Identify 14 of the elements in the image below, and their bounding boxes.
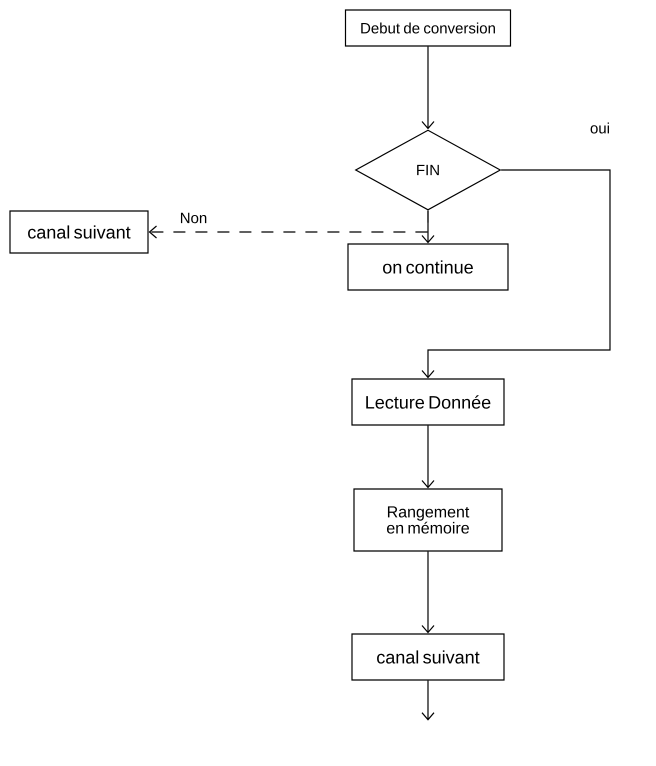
arrow	[422, 552, 434, 634]
process-box: Lecture Donnée	[351, 378, 505, 426]
process-box: on continue	[347, 243, 509, 291]
arrow	[422, 46, 434, 130]
process-box: canal suivant	[9, 210, 149, 254]
process-box: Rangement en mémoire	[353, 488, 503, 552]
arrow	[422, 426, 434, 488]
edge-label: Non	[178, 212, 208, 224]
arrow	[422, 680, 434, 721]
arrow	[422, 169, 611, 378]
process-box: Debut de conversion	[344, 9, 512, 47]
process-box: canal suivant	[351, 633, 505, 681]
arrow	[148, 210, 429, 238]
edge-label: oui	[588, 122, 611, 135]
